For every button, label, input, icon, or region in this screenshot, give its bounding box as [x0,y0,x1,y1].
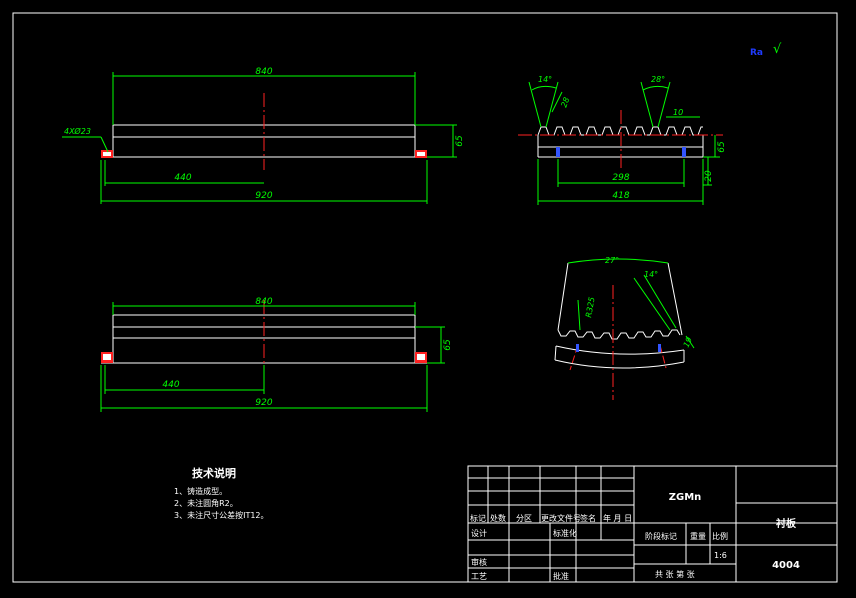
roughness-check-icon: √ [773,42,782,57]
v1-hole-callout: 4XØ23 [64,126,91,136]
tb-mark: 标记 [470,513,486,523]
notes-title: 技术说明 [192,466,236,480]
note-1: 1、铸造成型。 [174,486,227,496]
v2-dim-65: 65 [443,339,453,351]
v2-dim-440: 440 [162,380,179,390]
v2-dim-920: 920 [255,398,272,408]
tb-ratio: 比例 [712,531,728,541]
tb-drawing-no: 4004 [772,560,800,571]
arc-section-view: 27° 14° R325 19 [554,256,695,400]
tb-sheets: 共 张 第 张 [655,569,695,579]
title-block [467,465,838,583]
tb-doc: 更改文件号 [541,513,581,523]
technical-notes: 技术说明 1、铸造成型。 2、未注圆角R2。 3、未注尺寸公差按IT12。 [174,466,269,520]
tb-date: 年 月 日 [603,513,632,523]
tb-review: 审核 [471,557,487,567]
arc-angle-14: 14° [644,270,658,279]
roughness-text: Ra [750,48,763,58]
note-2: 2、未注圆角R2。 [174,498,238,508]
tb-standard: 标准化 [553,528,577,538]
rack-dim-28: 28 [559,96,571,109]
arc-dim-r325: R325 [584,296,596,318]
rack-dim-65: 65 [717,141,727,153]
tb-weight: 重量 [690,531,706,541]
tb-designer: 设计 [471,528,487,538]
v2-dim-840: 840 [255,297,272,307]
arc-angle-27: 27° [605,256,619,265]
rack-angle-28: 28° [651,75,665,84]
tb-sign: 签名 [580,513,596,523]
rack-dim-20: 20 [704,170,714,182]
arc-dim-19: 19 [682,336,694,349]
v1-dim-920: 920 [255,191,272,201]
tb-stage: 阶段标记 [645,531,677,541]
front-view-upper: 840 440 920 65 4XØ23 [62,67,465,204]
drawing-border [12,12,838,583]
v1-dim-440: 440 [174,173,191,183]
tb-process: 工艺 [471,572,487,581]
tb-part-name: 衬板 [776,517,797,530]
v1-dim-65: 65 [455,135,465,147]
rack-angle-14: 14° [538,75,552,84]
rack-dim-10: 10 [673,108,683,117]
note-3: 3、未注尺寸公差按IT12。 [174,510,269,520]
rack-side-view: 14° 28 28° 10 298 418 65 20 [518,75,727,205]
front-view-lower: 840 440 920 65 [100,297,453,412]
v1-dim-840: 840 [255,67,272,77]
title-block-text: 标记 处数 分区 更改文件号 签名 年 月 日 设计 标准化 审核 工艺 批准 … [470,492,800,581]
tb-count: 处数 [490,513,506,523]
tb-material: ZGMn [669,492,702,503]
tb-zone: 分区 [516,514,532,523]
tb-approve: 批准 [553,571,569,581]
tb-scale: 1:6 [714,551,727,560]
roughness-mark: Ra √ [750,42,782,58]
rack-dim-418: 418 [612,191,629,201]
rack-dim-298: 298 [612,173,629,183]
